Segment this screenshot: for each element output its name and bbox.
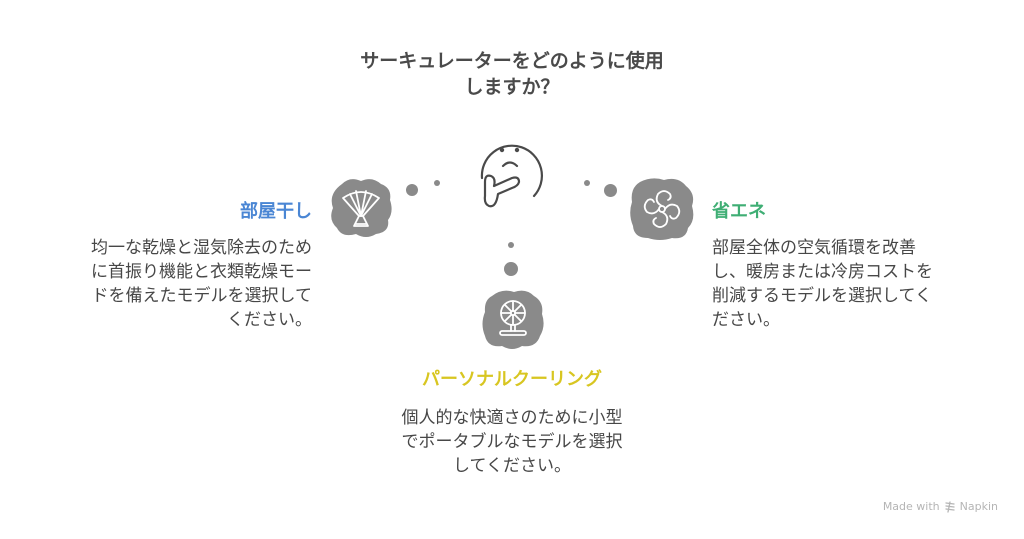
description-line: 均一な乾燥と湿気除去のため xyxy=(91,238,312,258)
thinking-face-icon xyxy=(480,144,544,208)
description-line: してください。 xyxy=(453,456,571,476)
connector-dot xyxy=(604,184,617,197)
description-line: ドを備えたモデルを選択して xyxy=(91,286,313,306)
option-drying-description: 均一な乾燥と湿気除去のため に首振り機能と衣類乾燥モー ドを備えたモデルを選択し… xyxy=(20,236,312,332)
option-personal-description: 個人的な快適さのために小型 でポータブルなモデルを選択 してください。 xyxy=(362,406,662,478)
diagram-title: サーキュレーターをどのように使用 しますか？ xyxy=(312,48,712,100)
option-energy-badge xyxy=(630,178,694,240)
connector-dot xyxy=(508,242,514,248)
option-energy-label: 省エネ xyxy=(712,201,766,222)
option-drying-label: 部屋干し xyxy=(240,201,312,222)
folding-fan-icon xyxy=(342,190,380,227)
connector-dot xyxy=(504,262,518,276)
description-line: 個人的な快適さのために小型 xyxy=(401,408,623,428)
napkin-brand-text: Napkin xyxy=(959,500,998,513)
option-drying-badge xyxy=(331,179,392,237)
description-line: ください。 xyxy=(227,310,312,330)
desk-fan-icon xyxy=(499,300,527,336)
connector-dot xyxy=(584,180,590,186)
description-line: に首振り機能と衣類乾燥モー xyxy=(91,262,312,282)
option-personal-badge xyxy=(482,290,544,349)
description-line: ださい。 xyxy=(712,310,780,330)
title-line-2: しますか？ xyxy=(464,76,560,98)
description-line: し、暖房または冷房コストを xyxy=(712,262,933,282)
made-with-text: Made with xyxy=(882,500,940,513)
connector-dot xyxy=(406,184,418,196)
napkin-logo-icon xyxy=(944,500,955,513)
option-energy-description: 部屋全体の空気循環を改善 し、暖房または冷房コストを 削減するモデルを選択してく… xyxy=(712,236,1012,332)
description-line: 削減するモデルを選択してく xyxy=(712,286,932,306)
title-line-1: サーキュレーターをどのように使用 xyxy=(360,50,664,72)
description-line: 部屋全体の空気循環を改善 xyxy=(712,238,916,258)
made-with-napkin-footer: Made with Napkin xyxy=(883,500,998,513)
connector-dot xyxy=(434,180,440,186)
option-personal-label: パーソナルクーリング xyxy=(422,369,602,390)
description-line: でポータブルなモデルを選択 xyxy=(401,432,623,452)
pinwheel-icon xyxy=(643,190,681,228)
